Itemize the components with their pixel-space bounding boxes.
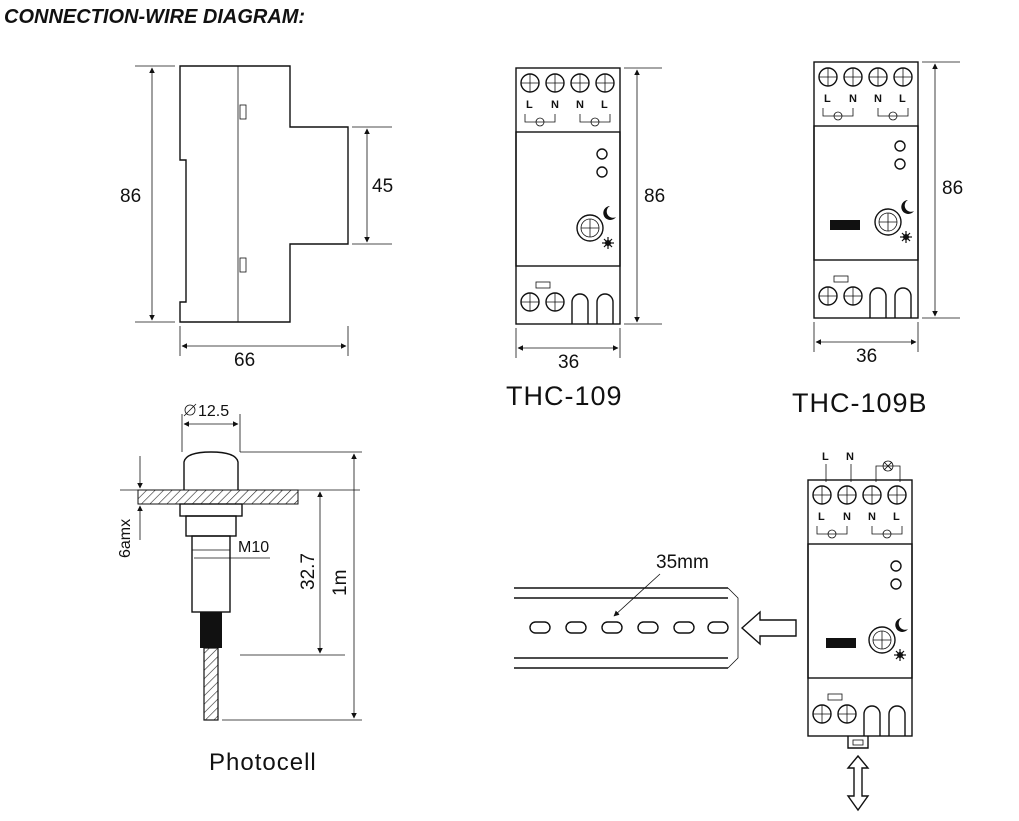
mounted-display (826, 638, 856, 648)
thc109b-width-label: 36 (856, 346, 877, 367)
side-height-label: 86 (120, 186, 141, 207)
photocell-diameter-label: 12.5 (198, 403, 229, 420)
thc109-model-label: THC-109 (506, 381, 623, 411)
din-rail-slots (529, 621, 729, 634)
thc109b-model-label: THC-109B (792, 388, 928, 418)
mounted-term-4: L (893, 511, 900, 523)
diagram-title: CONNECTION-WIRE DIAGRAM: (4, 6, 305, 28)
mounted-term-1: L (818, 511, 825, 523)
photocell-thread-label: M10 (238, 539, 269, 556)
mounted-wire-n: N (846, 451, 854, 463)
photocell-panel-label: 6amx (117, 519, 134, 558)
latch-direction-arrow (846, 754, 870, 812)
din-rail-width-label: 35mm (656, 552, 709, 573)
thc109-height-label: 86 (644, 186, 665, 207)
mounted-unit: L N L N N L (807, 451, 913, 812)
mounted-term-2: N (843, 511, 851, 523)
thc109b-term-3: N (874, 93, 882, 105)
mounted-term-3: N (868, 511, 876, 523)
photocell-length-label: 32.7 (298, 553, 319, 590)
thc109b-height-label: 86 (942, 178, 963, 199)
thc109-front: L N N L 86 36 THC-109 (506, 67, 665, 411)
photocell-drawing: 12.5 M10 6amx 32.7 1m Photocell (117, 403, 362, 776)
thc109b-term-2: N (849, 93, 857, 105)
side-view: 86 45 66 (120, 65, 393, 371)
photocell-cable-label: 1m (330, 570, 351, 596)
thc109-width-label: 36 (558, 352, 579, 373)
din-rail: 35mm (514, 552, 797, 669)
thc109b-display (830, 220, 860, 230)
thc109-term-4: L (601, 99, 608, 111)
thc109b-front: L N N L 86 36 THC-109B (792, 61, 963, 418)
thc109-term-3: N (576, 99, 584, 111)
mounted-wire-l: L (822, 451, 829, 463)
mount-direction-arrow (740, 610, 797, 646)
thc109b-term-1: L (824, 93, 831, 105)
thc109-term-2: N (551, 99, 559, 111)
thc109-term-1: L (526, 99, 533, 111)
thc109b-term-4: L (899, 93, 906, 105)
side-depth-label: 45 (372, 176, 393, 197)
photocell-caption: Photocell (209, 749, 317, 776)
side-width-label: 66 (234, 350, 255, 371)
